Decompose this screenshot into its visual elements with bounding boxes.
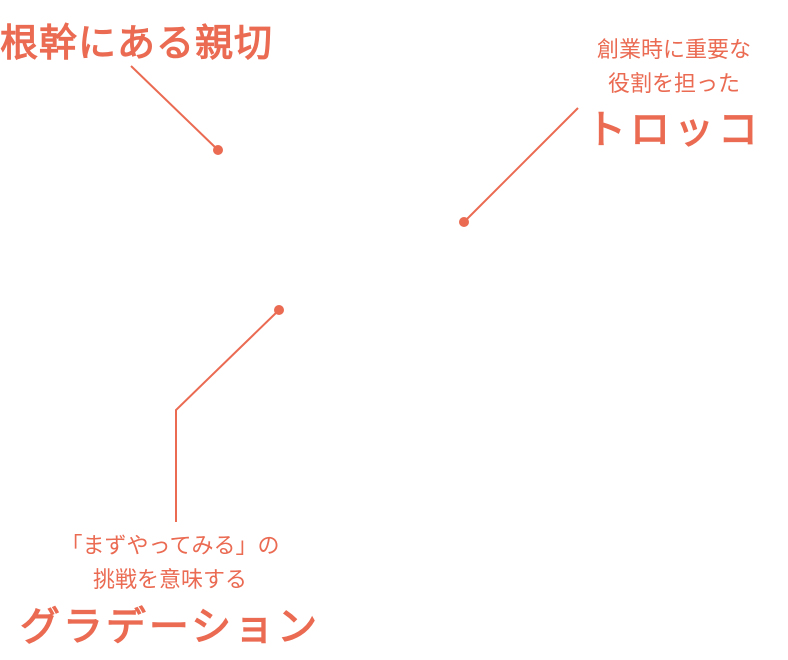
connector-top-left (130, 65, 223, 155)
connector-line-bottom (175, 309, 280, 522)
callout-bottom-title: グラデーション (19, 603, 321, 650)
callout-right-title: トロッコ (586, 106, 762, 153)
connector-bottom (175, 305, 284, 522)
connector-line-right (463, 107, 579, 223)
callout-bottom: 「まずやってみる」の 挑戦を意味する グラデーション (0, 530, 340, 656)
callout-bottom-subtitle-line1: 「まずやってみる」の (60, 534, 280, 559)
callout-right: 創業時に重要な 役割を担った トロッコ (560, 34, 788, 158)
connector-right (459, 107, 579, 227)
connector-dot-bottom (274, 305, 284, 315)
callout-right-subtitle-line1: 創業時に重要な (596, 38, 751, 63)
callout-top-left-title: 根幹にある親切 (0, 20, 274, 65)
connector-dot-right (459, 217, 469, 227)
callout-right-subtitle-line2: 役割を担った (607, 72, 740, 97)
callout-bottom-subtitle-line2: 挑戦を意味する (92, 568, 247, 593)
connector-dot-top-left (213, 145, 223, 155)
connector-line-top-left (130, 65, 219, 151)
